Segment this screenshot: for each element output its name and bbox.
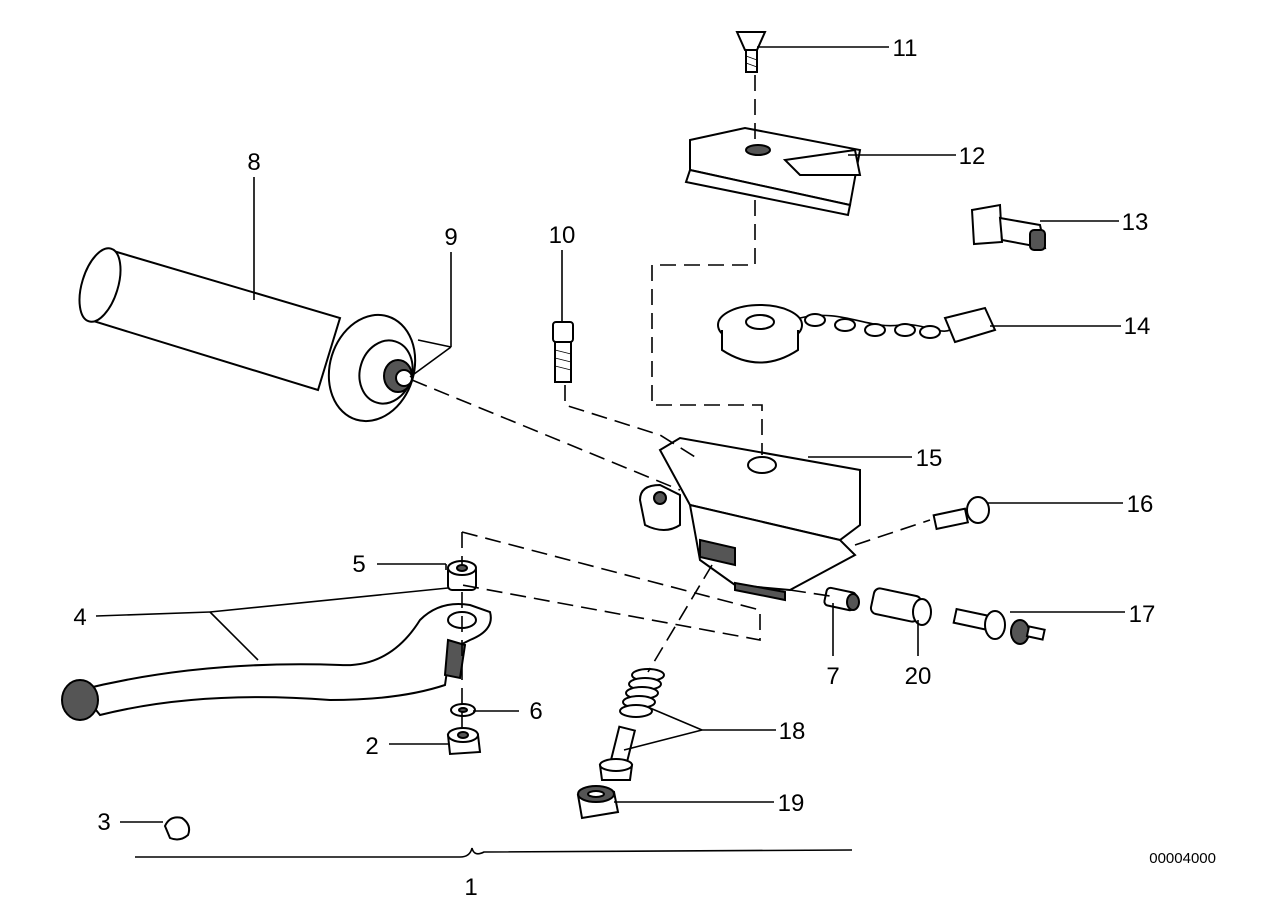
callout-18: 18	[779, 718, 806, 745]
callout-13: 13	[1122, 209, 1149, 236]
lever-part-4	[61, 603, 492, 721]
callout-12: 12	[959, 143, 986, 170]
callout-8: 8	[247, 149, 260, 176]
callout-9: 9	[444, 224, 457, 251]
callout-11: 11	[893, 35, 918, 62]
callout-20: 20	[905, 663, 932, 690]
callout-3: 3	[97, 809, 110, 836]
cover-part-12	[684, 126, 862, 217]
switch-part-13	[970, 203, 1047, 251]
callout-2: 2	[365, 733, 378, 760]
screw-part-11	[735, 31, 767, 73]
grip-part-8	[78, 247, 417, 423]
callout-labels: 1 2 3 4 5 6 7 8 9 10 11 12 13 14 15 16 1…	[73, 35, 1155, 901]
callout-17: 17	[1129, 601, 1156, 628]
callout-19: 19	[778, 790, 805, 817]
washer-part-6	[450, 703, 476, 717]
bushing-part-5	[447, 560, 477, 591]
adjuster-part-17	[952, 607, 1046, 645]
callout-14: 14	[1124, 313, 1151, 340]
knurled-nut-part-19	[576, 785, 620, 820]
callout-15: 15	[916, 445, 943, 472]
housing-part-15	[638, 436, 861, 602]
callout-4: 4	[73, 604, 86, 631]
callout-16: 16	[1127, 491, 1154, 518]
reference-number: 00004000	[1149, 850, 1216, 867]
spring-part-18	[619, 668, 665, 718]
nut-part-2	[446, 727, 482, 756]
clip-part-3	[163, 816, 191, 841]
bushing-part-20	[869, 587, 932, 626]
leader-lines	[95, 46, 1125, 858]
callout-5: 5	[352, 551, 365, 578]
assembly-lines	[411, 75, 931, 735]
screw-part-10	[552, 321, 574, 383]
callout-6: 6	[529, 698, 542, 725]
callout-1: 1	[464, 874, 477, 901]
callout-10: 10	[549, 222, 576, 249]
dial-part-14	[717, 304, 997, 364]
bushing-part-7	[823, 586, 860, 612]
screw-part-18	[598, 725, 637, 781]
callout-7: 7	[826, 663, 839, 690]
bolt-part-16	[932, 496, 990, 531]
